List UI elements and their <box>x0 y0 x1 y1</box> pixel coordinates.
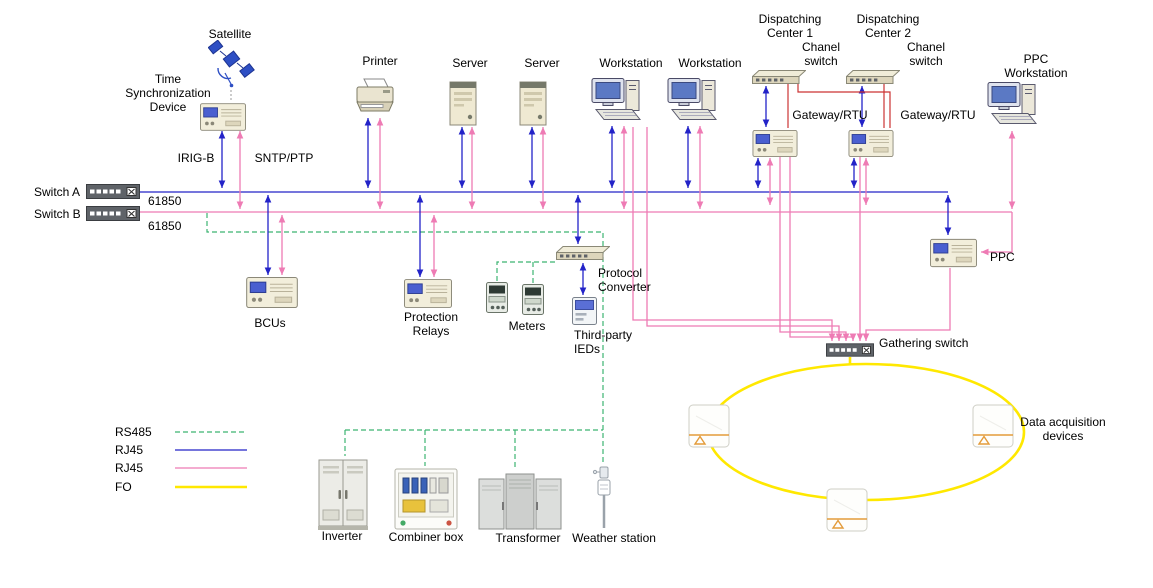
switch-b-icon <box>86 206 140 221</box>
station-bus-lines <box>140 191 1012 213</box>
transformer-icon <box>478 473 562 530</box>
data-acquisition-device-3-icon <box>826 488 868 532</box>
ppc-workstation-icon <box>987 81 1037 125</box>
third-party-ied-icon <box>572 297 597 325</box>
label-ppc: PPC <box>990 250 1015 264</box>
meter-2-icon <box>522 284 544 315</box>
label-server-1: Server <box>452 56 488 70</box>
label-protection-relays: Protection Relays <box>403 310 459 339</box>
label-printer: Printer <box>362 54 398 68</box>
chanel-switch-1-icon <box>752 70 806 84</box>
weather-station-icon <box>592 466 612 530</box>
printer-icon <box>356 78 394 112</box>
data-acquisition-device-1-icon <box>688 404 730 448</box>
device-icons <box>86 40 1037 532</box>
workstation-1-icon <box>591 77 641 121</box>
label-gathering-switch: Gathering switch <box>879 336 969 350</box>
label-iec61850-a: 61850 <box>148 194 182 208</box>
rj45-blue-links <box>218 86 952 295</box>
label-irig-b: IRIG-B <box>177 151 215 165</box>
bcu-icon <box>246 277 298 308</box>
gateway-rtu-1-icon <box>752 130 798 157</box>
protocol-converter-icon <box>556 246 610 260</box>
label-protocol-converter: Protocol Converter <box>598 266 651 295</box>
label-legend-rs485: RS485 <box>115 425 152 439</box>
label-ppc-workstation: PPC Workstation <box>1004 52 1068 81</box>
label-switch-b: Switch B <box>34 207 81 221</box>
label-gateway-rtu-1: Gateway/RTU <box>792 108 868 122</box>
label-server-2: Server <box>524 56 560 70</box>
label-legend-rj45-pink: RJ45 <box>115 461 144 475</box>
label-inverter: Inverter <box>321 529 363 543</box>
rj45-pink-links <box>236 118 1016 341</box>
label-iec61850-b: 61850 <box>148 219 182 233</box>
label-time-sync-device: Time Synchronization Device <box>125 72 211 115</box>
label-weather-station: Weather station <box>572 531 656 545</box>
label-transformer: Transformer <box>495 531 561 545</box>
label-chanel-switch-1: Chanel switch <box>801 40 841 69</box>
label-chanel-switch-2: Chanel switch <box>906 40 946 69</box>
label-workstation-1: Workstation <box>599 56 663 70</box>
server-1-icon <box>449 81 477 126</box>
ppc-icon <box>930 238 977 268</box>
label-legend-fo: FO <box>115 480 132 494</box>
legend-lines <box>175 431 247 489</box>
label-dispatching-center-2: Dispatching Center 2 <box>856 12 920 41</box>
switch-a-icon <box>86 184 140 199</box>
label-gateway-rtu-2: Gateway/RTU <box>900 108 976 122</box>
protection-relay-icon <box>404 279 452 308</box>
label-combiner-box: Combiner box <box>388 530 464 544</box>
label-dispatching-center-1: Dispatching Center 1 <box>758 12 822 41</box>
label-sntp-ptp: SNTP/PTP <box>254 151 314 165</box>
label-satellite: Satellite <box>208 27 252 41</box>
label-data-acquisition-devices: Data acquisition devices <box>1020 415 1106 444</box>
workstation-2-icon <box>667 77 717 121</box>
label-meters: Meters <box>508 319 546 333</box>
label-legend-rj45-blue: RJ45 <box>115 443 144 457</box>
meter-1-icon <box>486 282 508 313</box>
server-2-icon <box>519 81 547 126</box>
label-workstation-2: Workstation <box>678 56 742 70</box>
label-switch-a: Switch A <box>34 185 81 199</box>
gathering-switch-icon <box>826 343 874 357</box>
gateway-rtu-2-icon <box>848 130 894 157</box>
inverter-icon <box>318 459 368 531</box>
label-third-party-ieds: Third-party IEDs <box>574 328 633 357</box>
rs485-links <box>206 213 604 470</box>
label-bcus: BCUs <box>254 316 286 330</box>
combiner-box-icon <box>394 468 458 530</box>
chanel-switch-2-icon <box>846 70 900 84</box>
channel-red-links <box>787 84 891 128</box>
